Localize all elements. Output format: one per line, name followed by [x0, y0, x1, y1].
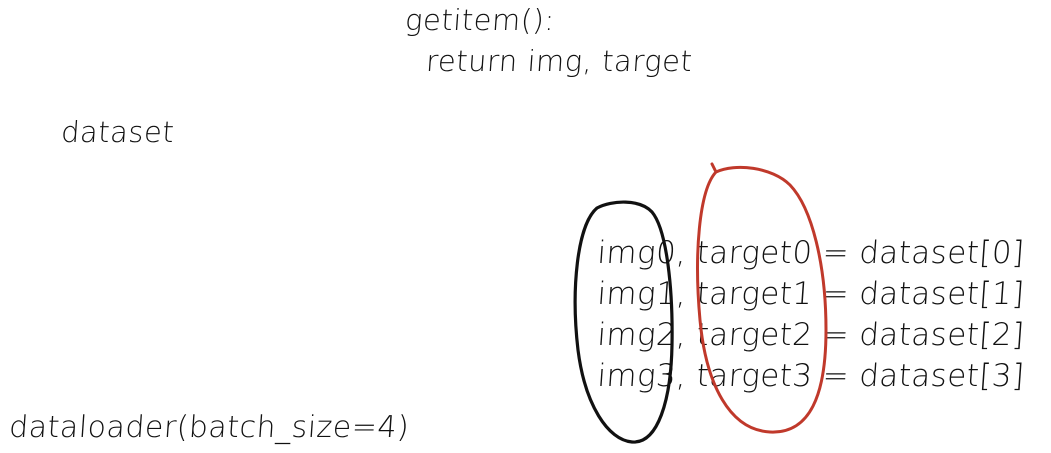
dataloader-label: dataloader(batch_size=4): [8, 410, 411, 445]
dataset-label: dataset: [60, 115, 176, 149]
batch-row: img3, target3 = dataset[3]: [596, 358, 1026, 394]
return-statement: return img, target: [425, 44, 694, 78]
batch-row: img0, target0 = dataset[0]: [596, 235, 1026, 271]
batch-row: img1, target1 = dataset[1]: [596, 276, 1026, 312]
batch-list: img0, target0 = dataset[0] img1, target1…: [596, 233, 1046, 397]
batch-row: img2, target2 = dataset[2]: [596, 317, 1026, 353]
getitem-signature: getitem():: [404, 3, 556, 37]
